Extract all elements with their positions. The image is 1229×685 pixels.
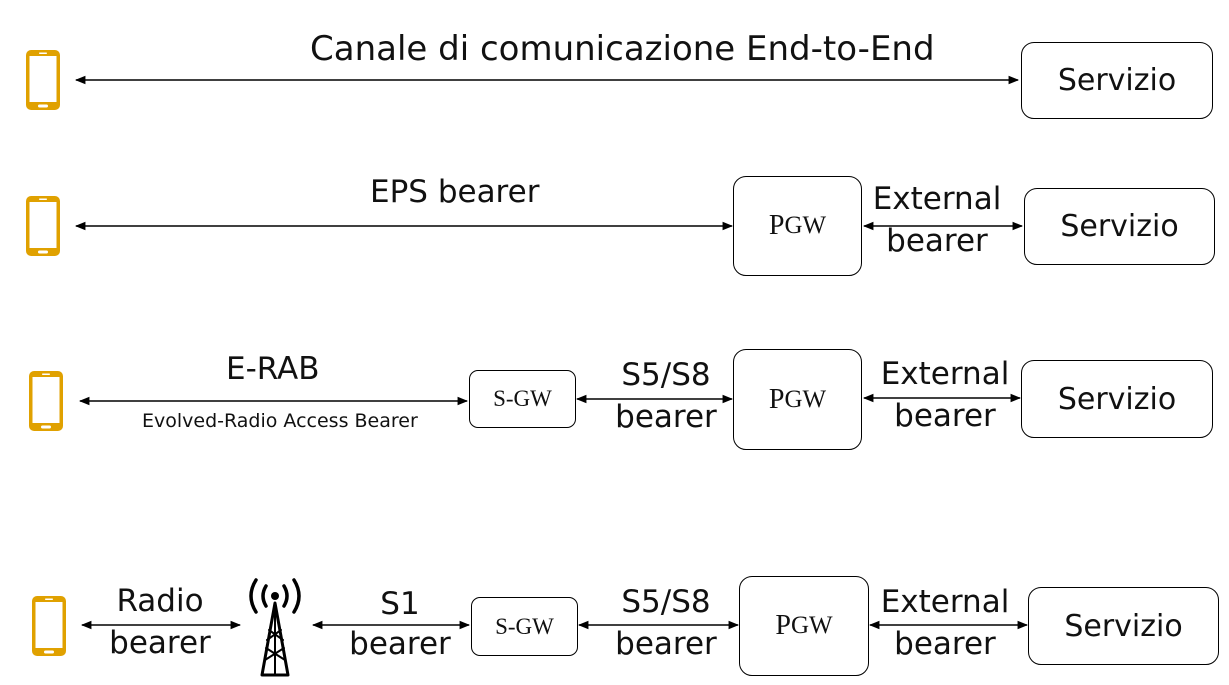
eps-bearer-label: EPS bearer	[370, 174, 540, 210]
pgw-label-big: P	[768, 210, 785, 241]
sgw-label: S-GW	[493, 386, 552, 411]
pgw-label-small: GW	[790, 612, 833, 639]
s5s8-bearer-label-line2: bearer	[615, 626, 717, 662]
external-bearer-label-line1: External	[872, 181, 1002, 217]
radio-bearer-label-line2: bearer	[109, 625, 211, 661]
smartphone-icon	[32, 596, 66, 656]
e-rab-label: E-RAB	[226, 351, 320, 387]
e-rab-sublabel: Evolved-Radio Access Bearer	[142, 410, 418, 432]
s5s8-bearer-label-line2: bearer	[615, 399, 717, 435]
external-bearer-label-line1: External	[880, 356, 1010, 392]
external-bearer-label-line2: bearer	[894, 398, 996, 434]
service-box: Servizio	[1028, 587, 1219, 665]
pgw-label-big: P	[768, 383, 785, 415]
pgw-label-big: P	[775, 610, 791, 641]
cell-tower-icon	[249, 578, 301, 677]
service-box: Servizio	[1021, 42, 1213, 119]
sgw-box: S-GW	[469, 370, 576, 428]
service-box: Servizio	[1021, 360, 1213, 438]
s5s8-bearer-label-line1: S5/S8	[621, 584, 711, 620]
s5s8-bearer-label-line1: S5/S8	[621, 357, 711, 393]
service-box: Servizio	[1024, 188, 1215, 265]
external-bearer-label-line2: bearer	[886, 223, 988, 259]
smartphone-icon	[26, 50, 60, 110]
smartphone-icon	[29, 371, 63, 431]
sgw-box: S-GW	[471, 597, 578, 656]
s1-bearer-label-line2: bearer	[349, 626, 451, 662]
service-label: Servizio	[1057, 381, 1177, 417]
service-label: Servizio	[1060, 209, 1179, 244]
end-to-end-channel-label: Canale di comunicazione End-to-End	[310, 29, 935, 69]
sgw-label: S-GW	[495, 613, 554, 639]
radio-bearer-label-line1: Radio	[116, 583, 204, 619]
pgw-label-small: GW	[784, 212, 827, 239]
service-label: Servizio	[1057, 63, 1177, 98]
pgw-label-small: GW	[784, 385, 827, 413]
smartphone-icon	[26, 196, 60, 256]
service-label: Servizio	[1064, 608, 1183, 644]
external-bearer-label-line1: External	[880, 584, 1010, 620]
s1-bearer-label-line1: S1	[380, 586, 420, 622]
external-bearer-label-line2: bearer	[894, 626, 996, 662]
